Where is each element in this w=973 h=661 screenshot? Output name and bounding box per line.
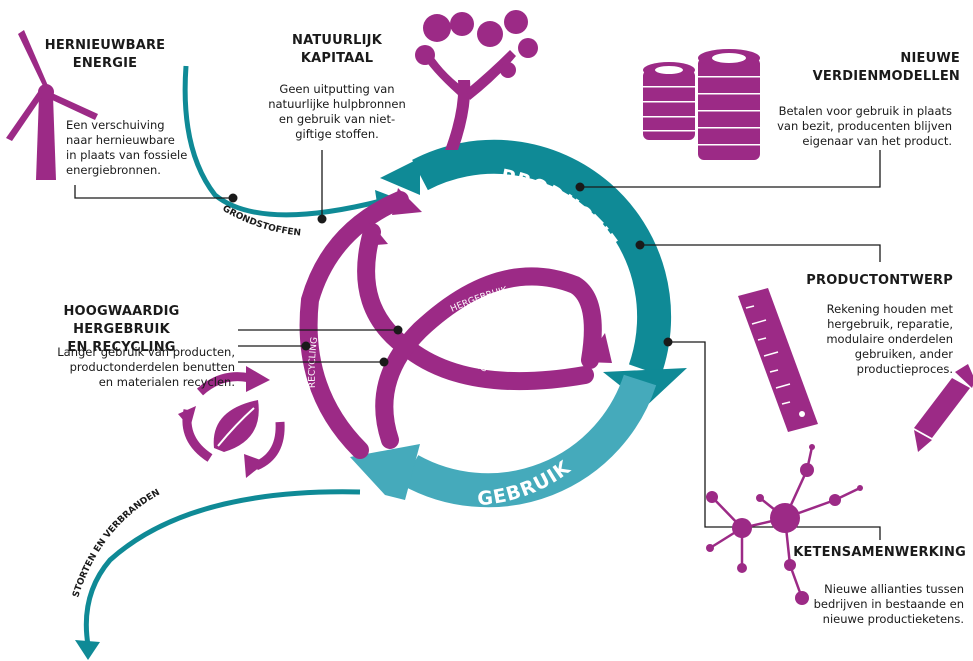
hernieuwbare-energie-text: Een verschuiving naar hernieuwbare in pl… [66, 118, 188, 177]
recycling-arrowheads [364, 188, 612, 363]
natuurlijk-kapitaal-block: NATUURLIJK KAPITAAL Geen uitputting van … [262, 32, 412, 142]
ketensamenwerking-text: Nieuwe allianties tussen bedrijven in be… [813, 582, 964, 626]
ketensamenwerking-block: KETENSAMENWERKING [790, 544, 966, 562]
hernieuwbare-energie-block: HERNIEUWBARE ENERGIE [40, 37, 170, 73]
recycle-leaf-icon [178, 366, 285, 478]
nieuwe-verdienmodellen-text: Betalen voor gebruik in plaats van bezit… [777, 104, 952, 148]
productontwerp-title: PRODUCTONTWERP [806, 273, 953, 288]
svg-text:STORTEN EN VERBRANDEN: STORTEN EN VERBRANDEN [71, 488, 161, 599]
natuurlijk-kapitaal-title: NATUURLIJK KAPITAAL [292, 33, 382, 66]
coin-stack-icon [643, 49, 760, 160]
connector-dots [228, 182, 673, 367]
wind-turbine-icon [6, 30, 98, 180]
svg-text:GRONDSTOFFEN: GRONDSTOFFEN [221, 204, 302, 239]
grondstoffen-label: GRONDSTOFFEN [221, 204, 302, 239]
storten-flow [75, 489, 361, 660]
productontwerp-block: PRODUCTONTWERP Rekening houden met herge… [790, 272, 953, 377]
network-icon [706, 444, 863, 605]
ketensamenwerking-title: KETENSAMENWERKING [793, 545, 966, 560]
hoogwaardig-hergebruik-block: HOOGWAARDIG HERGEBRUIK EN RECYCLING [14, 303, 229, 357]
recycling-loops [299, 191, 602, 459]
tree-icon [415, 10, 538, 150]
hernieuwbare-energie-title: HERNIEUWBARE ENERGIE [44, 38, 166, 71]
gebruik-arrow [350, 374, 657, 508]
nieuwe-verdienmodellen-title: NIEUWE VERDIENMODELLEN [812, 51, 960, 84]
pencil-icon [914, 364, 973, 452]
storten-label: STORTEN EN VERBRANDEN [71, 488, 161, 599]
ruler-icon [738, 288, 818, 432]
connector-lines [74, 150, 881, 540]
hoogwaardig-hergebruik-title: HOOGWAARDIG HERGEBRUIK EN RECYCLING [63, 304, 180, 355]
hoogwaardig-hergebruik-text: Langer gebruik van producten, productond… [57, 345, 235, 389]
nieuwe-verdienmodellen-block: NIEUWE VERDIENMODELLEN [760, 50, 960, 86]
